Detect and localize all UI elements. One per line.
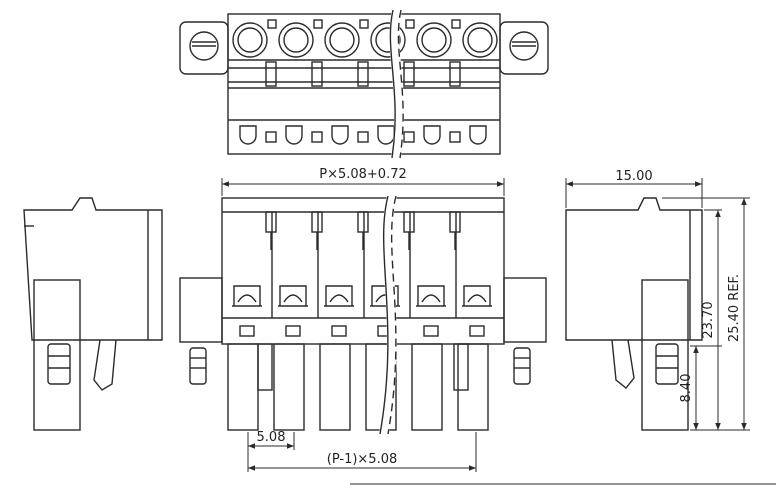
screw-head-right-icon (509, 31, 539, 61)
front-clamp-windows (232, 285, 492, 307)
top-bottom-slots (239, 125, 487, 145)
break-line-front-a (379, 195, 389, 435)
front-view (179, 197, 547, 431)
front-flange-right (503, 277, 547, 343)
right-side-plug (641, 279, 689, 431)
break-line-front-b (387, 195, 397, 435)
left-side-plug (33, 279, 81, 431)
break-line-top-a (389, 9, 396, 159)
screw-head-left-icon (189, 31, 219, 61)
top-body (227, 13, 501, 155)
break-line-top-b (397, 9, 404, 159)
dim-overall-width-label: P×5.08+0.72 (319, 167, 407, 182)
dim-height-pin-label: 8.40 (679, 374, 694, 403)
dim-pitch-span-label: (P-1)×5.08 (327, 452, 398, 467)
dim-height-total-label: 25.40 REF. (727, 274, 742, 342)
top-view (179, 13, 549, 155)
dim-depth-label: 15.00 (615, 169, 652, 184)
front-body (221, 197, 505, 345)
top-square-marks (267, 19, 461, 29)
dim-height-body-label: 23.70 (701, 301, 716, 338)
front-flange-left (179, 277, 223, 343)
top-flange-right (499, 21, 549, 75)
dim-pitch-label: 5.08 (257, 430, 286, 445)
top-flange-left (179, 21, 229, 75)
top-wire-openings (232, 22, 498, 58)
front-pin-bodies (227, 343, 489, 431)
right-side-view (565, 197, 703, 431)
left-side-view (23, 197, 163, 431)
